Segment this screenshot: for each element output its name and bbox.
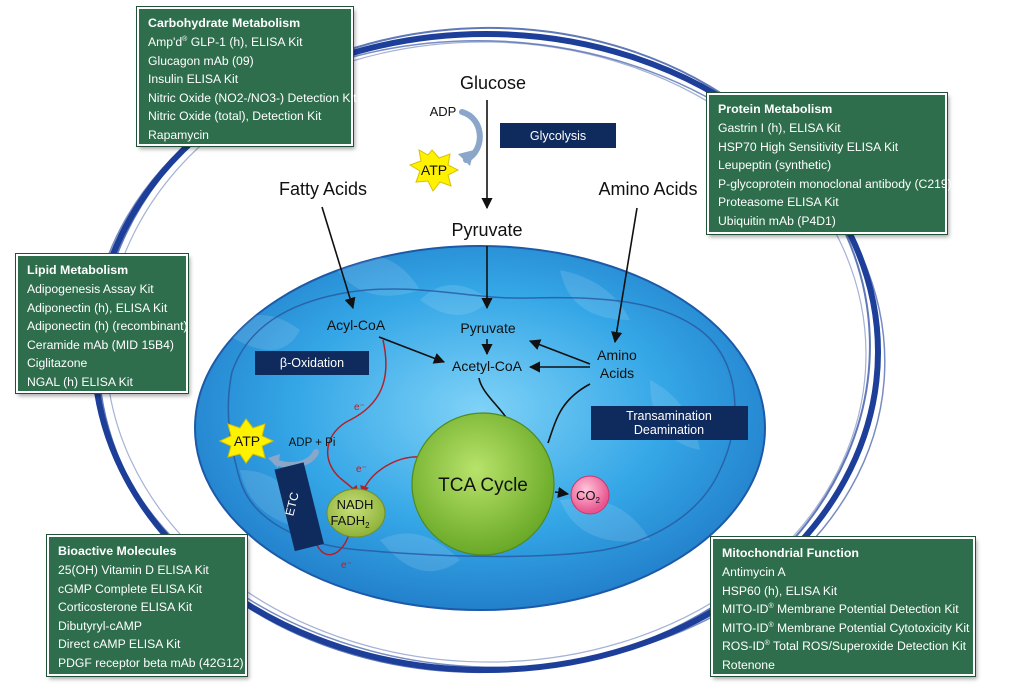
acyl-to-acetyl-arrow: [378, 336, 446, 364]
panel-item: Adipogenesis Assay Kit: [27, 282, 154, 296]
pyruvate-outer-label: Pyruvate: [451, 220, 522, 240]
panel-item: Amp'd® GLP-1 (h), ELISA Kit: [148, 35, 303, 49]
tca-cycle-label: TCA Cycle: [438, 475, 528, 496]
amino-inner-line2: Acids: [600, 365, 634, 381]
acyl-coa-label: Acyl-CoA: [327, 317, 386, 333]
atp-star-icon: [408, 149, 460, 192]
amino-acids-arrow: [611, 207, 638, 344]
panel-item: Insulin ELISA Kit: [148, 72, 239, 87]
panel-item: Glucagon mAb (09): [148, 53, 254, 68]
tca-cycle-circle: [411, 412, 555, 556]
glycolysis-box: [500, 123, 616, 148]
panel-item: Rapamycin: [148, 127, 209, 142]
lipid-metabolism-panel: Lipid Metabolism Adipogenesis Assay Kit …: [16, 254, 188, 393]
panel-title: Mitochondrial Function: [722, 546, 859, 560]
co2-label: CO2: [576, 488, 601, 505]
panel-item: Corticosterone ELISA Kit: [58, 600, 193, 615]
panel-item: ROS-ID® Total ROS/Superoxide Detection K…: [722, 639, 967, 654]
panel-title: Protein Metabolism: [718, 102, 833, 116]
panel-item: Proteasome ELISA Kit: [718, 195, 839, 210]
electron-label-3: e⁻: [341, 560, 352, 571]
glycolysis-label: Glycolysis: [530, 129, 586, 143]
panel-item: Adiponectin (h) (recombinant): [27, 319, 188, 334]
transamination-label: Transamination: [626, 409, 712, 423]
beta-oxidation-label: β-Oxidation: [280, 356, 344, 370]
panel-title: Lipid Metabolism: [27, 263, 129, 277]
pyruvate-inner-label: Pyruvate: [460, 320, 515, 336]
panel-item: P-glycoprotein monoclonal antibody (C219…: [718, 176, 952, 191]
fatty-acids-label: Fatty Acids: [279, 179, 367, 199]
panel-item: Ceramide mAb (MID 15B4): [27, 337, 174, 352]
panel-item: Antimycin A: [722, 565, 786, 579]
panel-item: Direct cAMP ELISA Kit: [58, 637, 181, 652]
panel-item: HSP60 (h), ELISA Kit: [722, 583, 838, 598]
amino-inner-line1: Amino: [597, 347, 637, 363]
adp-label: ADP: [430, 104, 457, 119]
protein-metabolism-panel: Protein Metabolism Gastrin I (h), ELISA …: [707, 93, 952, 234]
panel-item: Nitric Oxide (NO2-/NO3-) Detection Kit: [148, 90, 357, 105]
nadh-fadh-ellipse: [326, 488, 386, 538]
amino-to-pyruvate-arrow: [528, 339, 591, 365]
electron-label-1: e⁻: [354, 402, 365, 413]
bioactive-molecules-panel: Bioactive Molecules 25(OH) Vitamin D ELI…: [47, 535, 247, 676]
panel-title: Carbohydrate Metabolism: [148, 16, 301, 30]
deamination-label: Deamination: [634, 423, 704, 437]
panel-item: Dibutyryl-cAMP: [58, 618, 142, 633]
adp-pi-label: ADP + Pi: [289, 437, 336, 449]
etc-label: ETC: [282, 490, 301, 517]
atp-bottom-label: ATP: [234, 433, 260, 449]
panel-item: NGAL (h) ELISA Kit: [27, 374, 133, 389]
panel-item: MITO-ID® Membrane Potential Cytotoxicity…: [722, 620, 970, 635]
mitochondrial-function-panel: Mitochondrial Function Antimycin A HSP60…: [711, 537, 975, 676]
acetyl-coa-label: Acetyl-CoA: [452, 358, 523, 374]
etc-complex-icon: [274, 462, 324, 552]
tca-to-co2-arrow: [554, 486, 570, 499]
panel-item: cGMP Complete ELISA Kit: [58, 581, 203, 596]
panel-item: Adiponectin (h), ELISA Kit: [27, 300, 168, 315]
amino-acids-outer-label: Amino Acids: [598, 179, 697, 199]
panel-item: Leupeptin (synthetic): [718, 158, 832, 173]
tca-to-amino-line: [547, 383, 591, 444]
electron-label-2: e⁻: [356, 464, 367, 475]
transamination-box: [591, 406, 748, 440]
panel-title: Bioactive Molecules: [58, 544, 177, 558]
beta-oxidation-box: [255, 351, 369, 375]
panel-item: Nitric Oxide (total), Detection Kit: [148, 109, 322, 124]
atp-top-label: ATP: [421, 162, 447, 178]
nadh-label: NADH: [337, 497, 374, 512]
panel-item: HSP70 High Sensitivity ELISA Kit: [718, 139, 899, 154]
panel-item: PDGF receptor beta mAb (42G12): [58, 655, 244, 670]
carbohydrate-metabolism-panel: Carbohydrate Metabolism Amp'd® GLP-1 (h)…: [137, 7, 357, 146]
panel-item: MITO-ID® Membrane Potential Detection Ki…: [722, 602, 959, 617]
panel-item: Rotenone: [722, 657, 775, 672]
atp-star-icon: [218, 418, 275, 464]
panel-item: Gastrin I (h), ELISA Kit: [718, 121, 841, 135]
co2-bubble-icon: [570, 475, 610, 515]
fatty-acids-arrow: [321, 206, 356, 310]
panel-item: 25(OH) Vitamin D ELISA Kit: [58, 563, 209, 577]
fadh-label: FADH2: [330, 513, 370, 530]
panel-item: Ciglitazone: [27, 356, 88, 371]
glucose-label: Glucose: [460, 73, 526, 93]
panel-item: Ubiquitin mAb (P4D1): [718, 213, 836, 228]
